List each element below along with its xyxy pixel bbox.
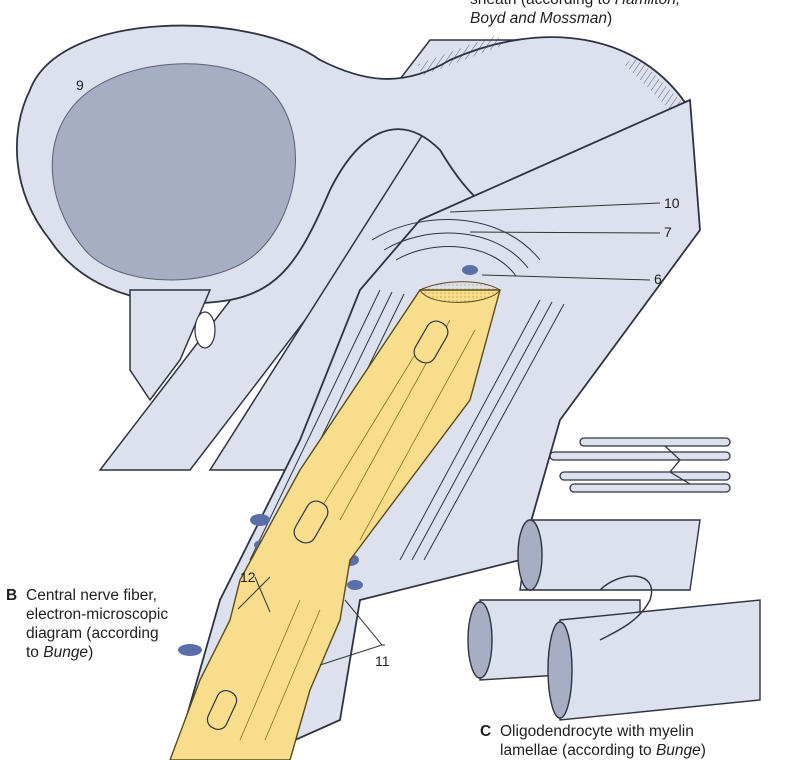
- label-9: 9: [76, 76, 84, 94]
- label-6: 6: [654, 270, 662, 288]
- caption-b-line2: electron-microscopic: [6, 605, 168, 624]
- label-10: 10: [664, 194, 680, 212]
- label-12: 12: [240, 568, 256, 586]
- caption-b-letter: B: [6, 586, 26, 605]
- caption-b-line4-suffix: ): [88, 644, 93, 661]
- top-caption: sheath (according to Hamilton, Boyd and …: [470, 0, 680, 28]
- caption-c-line1: Oligodendrocyte with myelin: [500, 723, 694, 740]
- caption-b-line4-italic: Bunge: [43, 644, 88, 661]
- caption-c-line2-suffix: ): [701, 742, 706, 759]
- top-caption-line2-italic: Boyd and Mossman: [470, 10, 607, 27]
- caption-c-line2-italic: Bunge: [656, 742, 701, 759]
- top-caption-line1-italic: Hamilton,: [615, 0, 680, 8]
- caption-c-letter: C: [480, 722, 500, 741]
- top-caption-line2-suffix: ): [607, 10, 612, 27]
- label-11: 11: [375, 652, 390, 670]
- caption-b-line4-prefix: to: [26, 644, 43, 661]
- nucleus: [52, 64, 295, 280]
- oligodendrocyte-schematic-small: [550, 438, 730, 492]
- caption-b-line1: Central nerve fiber,: [26, 587, 157, 604]
- caption-c-line2-prefix: lamellae (according to: [500, 742, 656, 759]
- label-7: 7: [664, 223, 672, 241]
- caption-b-line3: diagram (according: [6, 624, 168, 643]
- top-caption-line1-prefix: sheath (according to: [470, 0, 615, 8]
